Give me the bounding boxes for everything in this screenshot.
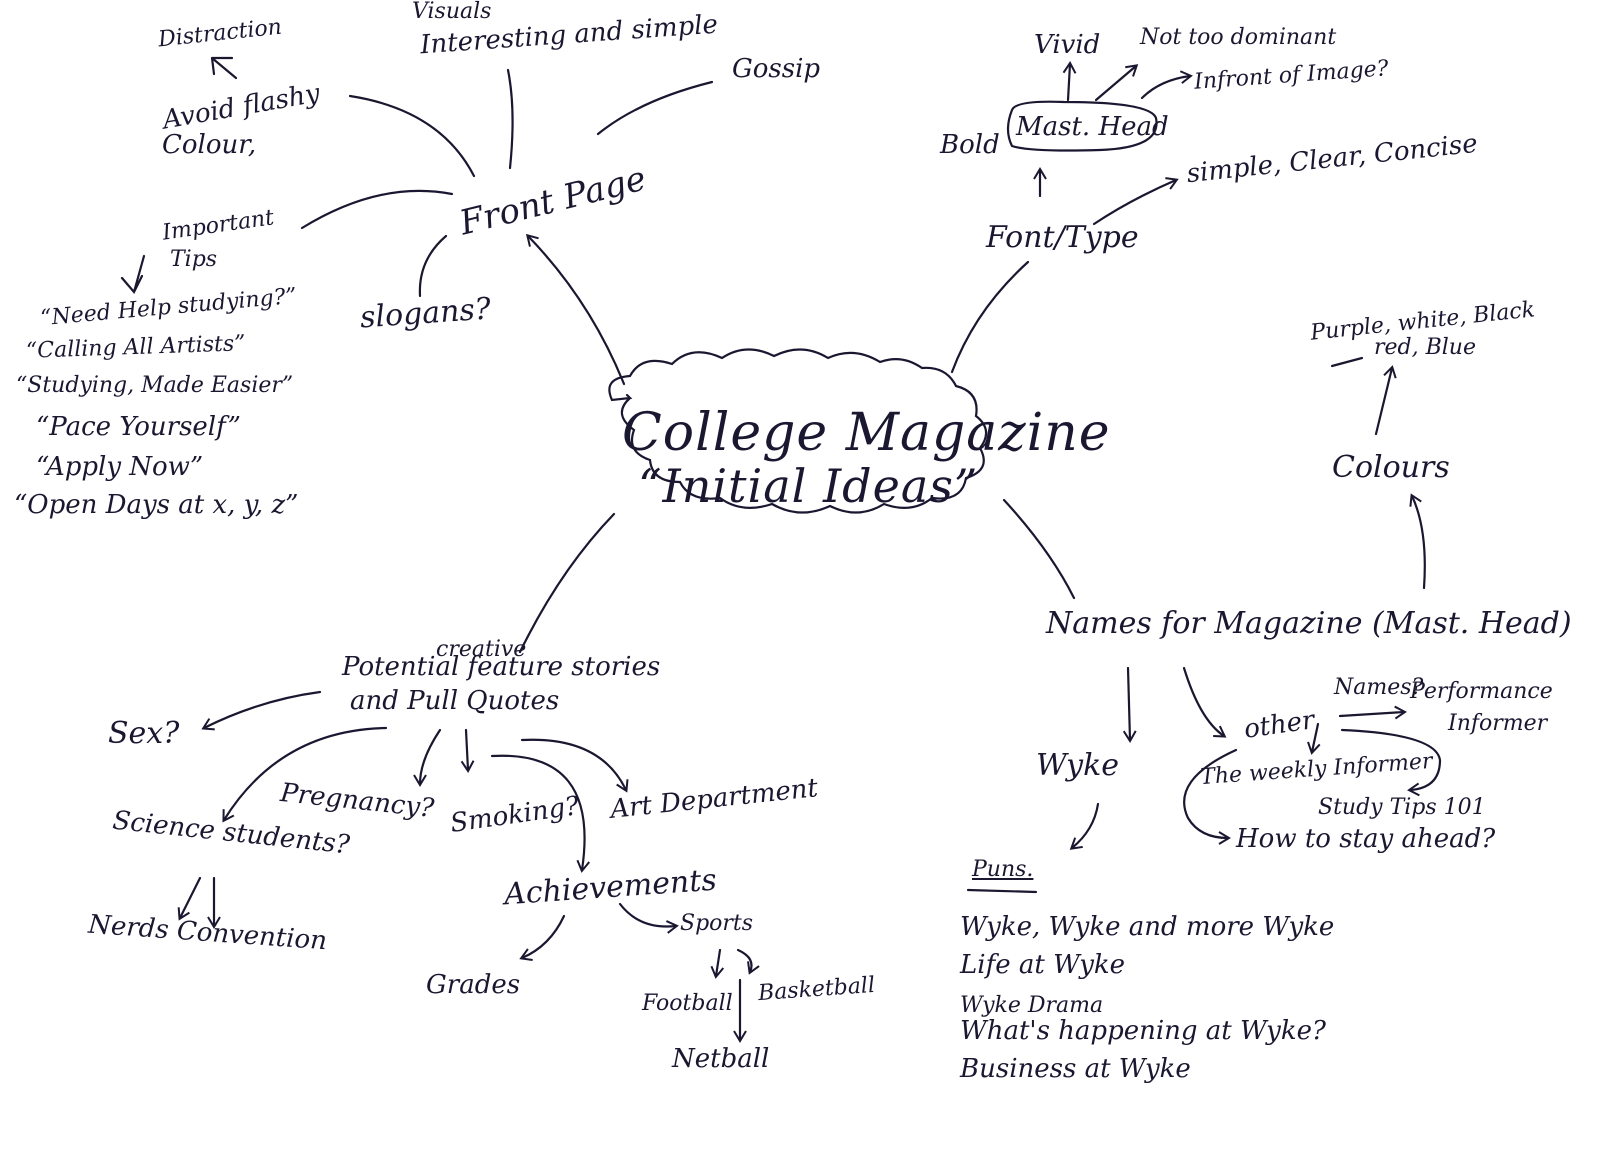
gossip-label: Gossip [732,54,821,84]
performance-label: Performance [1410,679,1553,704]
avoid-label-2: Colour, [162,130,257,160]
science-to-nerds [177,876,202,921]
fp-to-slogans [418,234,448,298]
tip-item: “Apply Now” [36,452,204,482]
fp-to-interesting [506,68,514,170]
fp-to-gossip [596,80,714,136]
wyke-to-puns [1069,802,1100,850]
sex-label: Sex? [108,716,180,751]
map-subtitle: “Initial Ideas” [638,459,979,513]
tips-label-2: Tips [170,247,218,272]
tips-arrow [120,254,146,294]
mast-to-infront [1140,70,1193,100]
sports-to-basketball [736,948,760,975]
tip-item: “Pace Yourself” [36,412,241,442]
vivid-label: Vivid [1034,30,1101,60]
font-type-node: Font/Type [986,220,1139,255]
tip-item: “Studying, Made Easier” [16,373,294,398]
pun-item: Wyke, Wyke and more Wyke [960,912,1335,942]
mast-head-label: Mast. Head [1016,112,1169,142]
weekly-bracket [1340,728,1442,797]
colours-node: Colours [1332,450,1450,485]
puns-underline [966,888,1038,894]
wyke-label: Wyke [1036,748,1120,783]
visuals-label: Visuals [412,0,492,24]
achieve-to-grades [519,914,566,961]
names-to-colours [1409,493,1426,590]
other-arrow-perf [1338,705,1407,720]
puns-label: Puns. [972,857,1034,882]
fp-to-tips [300,189,454,230]
mast-oval [1006,100,1158,152]
stories-to-sex [201,690,322,731]
branch-font [950,260,1030,374]
pun-item: Wyke Drama [960,993,1104,1018]
stories-node: Potential feature stories [342,652,661,682]
names-node: Names for Magazine (Mast. Head) [1046,606,1572,641]
other-arrow-weekly [1307,722,1321,755]
sports-to-football [710,948,725,979]
weekly-loop [1183,748,1238,845]
stories-to-smoking [460,728,475,773]
colours-to-list [1374,365,1397,436]
font-to-simple [1092,177,1179,226]
mast-to-vivid [1062,61,1077,102]
stories-to-science [222,726,388,823]
pun-item: Life at Wyke [960,950,1126,980]
stories-node-2: and Pull Quotes [350,686,560,716]
achieve-to-sports [618,902,679,934]
bold-label: Bold [940,130,1000,160]
names-to-wyke [1122,666,1137,743]
stories-to-pregnancy [413,728,442,787]
stories-to-achievements [490,754,591,873]
stories-to-art [520,738,629,793]
informer-label: Informer [1448,711,1548,736]
centre-cloud [608,348,988,514]
avoid-to-distraction [210,56,238,80]
grades-label: Grades [426,970,521,1000]
sports-label: Sports [680,911,754,936]
tip-item: “Open Days at x, y, z” [14,490,299,520]
not-dominant-label: Not too dominant [1140,25,1337,50]
football-label: Football [642,991,733,1016]
strike-mark [1330,356,1364,368]
fp-to-avoid [348,94,476,178]
names-q-label: Names? [1334,675,1424,700]
pun-item: What's happening at Wyke? [960,1016,1326,1046]
branch-front-page [525,233,626,386]
branch-names [1002,498,1076,600]
study-tips-label: Study Tips 101 [1318,795,1486,820]
stay-ahead-label: How to stay ahead? [1236,824,1496,854]
creative-label: creative [436,637,527,662]
netball-label: Netball [672,1044,770,1074]
names-to-other [1182,666,1227,738]
mast-to-dominant [1094,64,1139,102]
map-title: College Magazine [622,403,1111,463]
branch-stories [518,512,616,654]
colours-list-2: red, Blue [1374,335,1476,360]
pun-item: Business at Wyke [960,1054,1191,1084]
